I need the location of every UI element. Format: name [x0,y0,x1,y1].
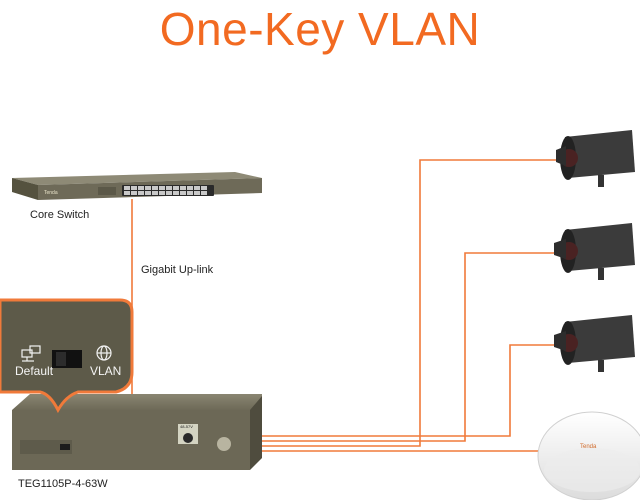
page-title: One-Key VLAN [159,3,481,55]
default-mode-label: Default [15,364,54,378]
camera-icon [554,315,635,372]
globe-icon [96,345,112,361]
connection-lines [131,159,558,452]
access-point-icon: Tenda [537,411,640,500]
vlan-toggle[interactable] [60,444,70,450]
ap-brand: Tenda [580,444,597,450]
camera-icon [554,223,635,280]
camera-3-link [252,344,556,437]
poe-switch: 48-57V [12,394,262,470]
vlan-switch-callout [0,298,134,414]
network-icon [21,345,41,362]
vlan-mode-label: VLAN [90,364,122,378]
uplink-label: Gigabit Up-link [141,264,214,276]
poe-switch-label: TEG1105P-4-63W [18,478,108,490]
camera-1-link [252,159,558,447]
power-port-label: 48-57V [180,424,193,429]
power-button[interactable] [217,437,231,451]
camera-2-link [252,252,556,442]
core-switch-label: Core Switch [30,209,90,221]
core-switch-brand: Tenda [44,190,58,196]
camera-icon [556,130,635,187]
power-port [183,433,193,443]
core-switch: Tenda [12,172,262,200]
